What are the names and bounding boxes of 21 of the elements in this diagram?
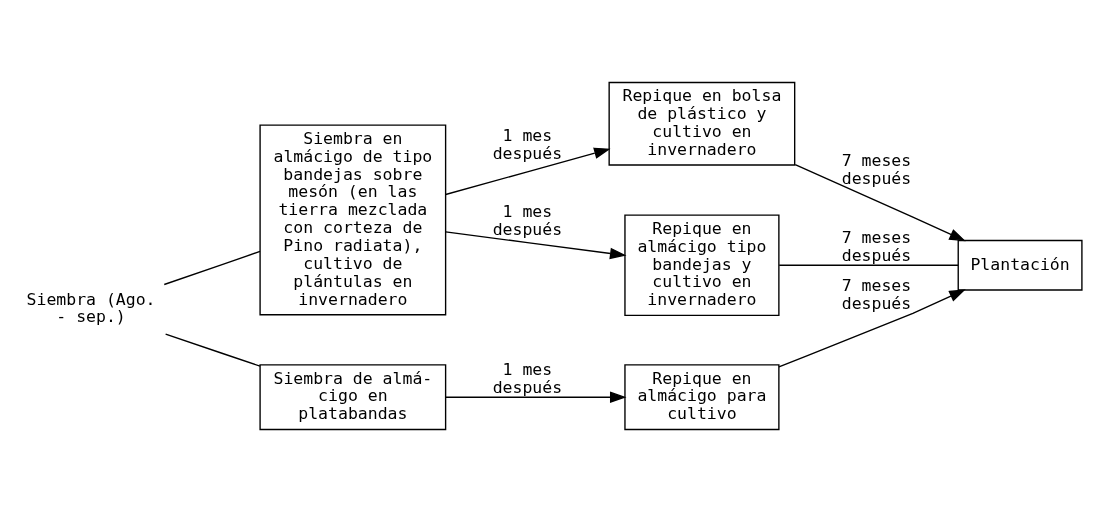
edge-label: 1 mes después <box>492 359 563 397</box>
edge-label: 1 mes después <box>492 201 563 239</box>
node-box: Plantación <box>957 239 1083 291</box>
connector <box>778 264 959 266</box>
edge-label: 1 mes después <box>492 126 563 163</box>
node-box: Repique en bolsa de plástico y cultivo en invernadero <box>608 81 796 166</box>
edge-label: 7 meses después <box>841 275 912 313</box>
edge-label: 7 meses después <box>841 227 912 265</box>
arrow <box>778 289 966 368</box>
node-box: Siembra de almá- cigo en platabandas <box>259 364 447 431</box>
arrow <box>794 164 966 242</box>
node-box: Repique en almácigo tipo bandejas y cultivo en invernadero <box>624 214 780 317</box>
node-box: Repique en almácigo para cultivo <box>624 364 780 431</box>
node-text: Siembra (Ago. - sep.) <box>26 289 156 327</box>
connector <box>164 333 261 367</box>
node-box: Siembra en almácigo de tipo bandejas sobre mesón (en las tierra mezclada con corteza de Pino radiata), cultivo de plántulas en invernadero <box>259 124 447 316</box>
arrow <box>445 147 611 196</box>
edge-label: 7 meses después <box>841 150 912 188</box>
connector <box>163 250 261 286</box>
arrow <box>445 391 627 403</box>
arrow <box>445 231 627 260</box>
